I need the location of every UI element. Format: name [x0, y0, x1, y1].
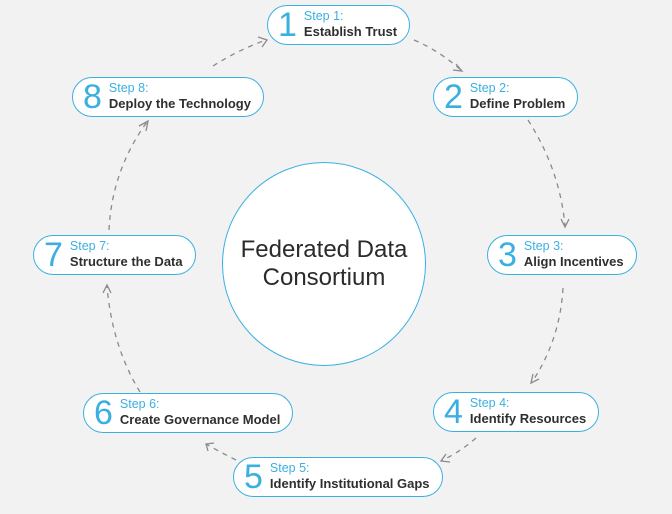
- connector-8-1: [212, 39, 267, 67]
- center-title-line-2: Consortium: [262, 264, 386, 291]
- step-title: Create Governance Model: [119, 412, 281, 428]
- step-title: Establish Trust: [303, 24, 398, 40]
- connector-6-7: [106, 285, 141, 393]
- step-label: Step 2:: [469, 81, 510, 96]
- step-2-box: 2 Step 2: Define Problem: [433, 77, 579, 117]
- arrowhead-3-4: [530, 373, 540, 385]
- step-number: 8: [83, 78, 102, 116]
- arrowhead-4-5: [439, 453, 451, 463]
- step-number: 4: [444, 393, 463, 431]
- step-label: Step 3:: [523, 239, 564, 254]
- arrowhead-6-7: [102, 283, 112, 294]
- step-3-box: 3 Step 3: Align Incentives: [487, 235, 637, 275]
- connector-3-4: [531, 287, 564, 383]
- step-4-box: 4 Step 4: Identify Resources: [433, 392, 600, 432]
- step-number: 5: [244, 458, 263, 496]
- step-title: Structure the Data: [69, 254, 183, 270]
- connector-7-8: [108, 121, 148, 231]
- step-number: 1: [278, 6, 297, 44]
- arrowhead-8-1: [257, 36, 269, 48]
- connector-5-6: [205, 443, 237, 461]
- step-number: 7: [44, 236, 63, 274]
- step-title: Align Incentives: [523, 254, 624, 270]
- step-number: 3: [498, 236, 517, 274]
- step-6-box: 6 Step 6: Create Governance Model: [83, 393, 294, 433]
- step-label: Step 7:: [69, 239, 110, 254]
- step-label: Step 6:: [119, 397, 160, 412]
- step-number: 2: [444, 78, 463, 116]
- step-label: Step 8:: [108, 81, 149, 96]
- step-number: 6: [94, 394, 113, 432]
- step-title: Deploy the Technology: [108, 96, 251, 112]
- step-1-box: 1 Step 1: Establish Trust: [267, 5, 411, 45]
- step-8-box: 8 Step 8: Deploy the Technology: [72, 77, 264, 117]
- connector-1-2: [413, 39, 462, 71]
- arrowhead-7-8: [138, 119, 149, 132]
- center-title: Federated Data Consortium: [234, 236, 414, 292]
- center-circle: Federated Data Consortium: [222, 162, 426, 366]
- step-label: Step 5:: [269, 461, 310, 476]
- step-title: Identify Resources: [469, 411, 587, 427]
- arrowhead-5-6: [205, 442, 215, 452]
- connector-4-5: [440, 437, 477, 462]
- connector-2-3: [527, 119, 566, 227]
- step-title: Define Problem: [469, 96, 566, 112]
- step-label: Step 4:: [469, 396, 510, 411]
- step-label: Step 1:: [303, 9, 344, 24]
- arrowhead-2-3: [560, 218, 570, 229]
- center-title-line-1: Federated Data: [240, 235, 408, 263]
- arrowhead-1-2: [452, 63, 464, 72]
- step-5-box: 5 Step 5: Identify Institutional Gaps: [233, 457, 443, 497]
- step-title: Identify Institutional Gaps: [269, 476, 430, 492]
- step-7-box: 7 Step 7: Structure the Data: [33, 235, 196, 275]
